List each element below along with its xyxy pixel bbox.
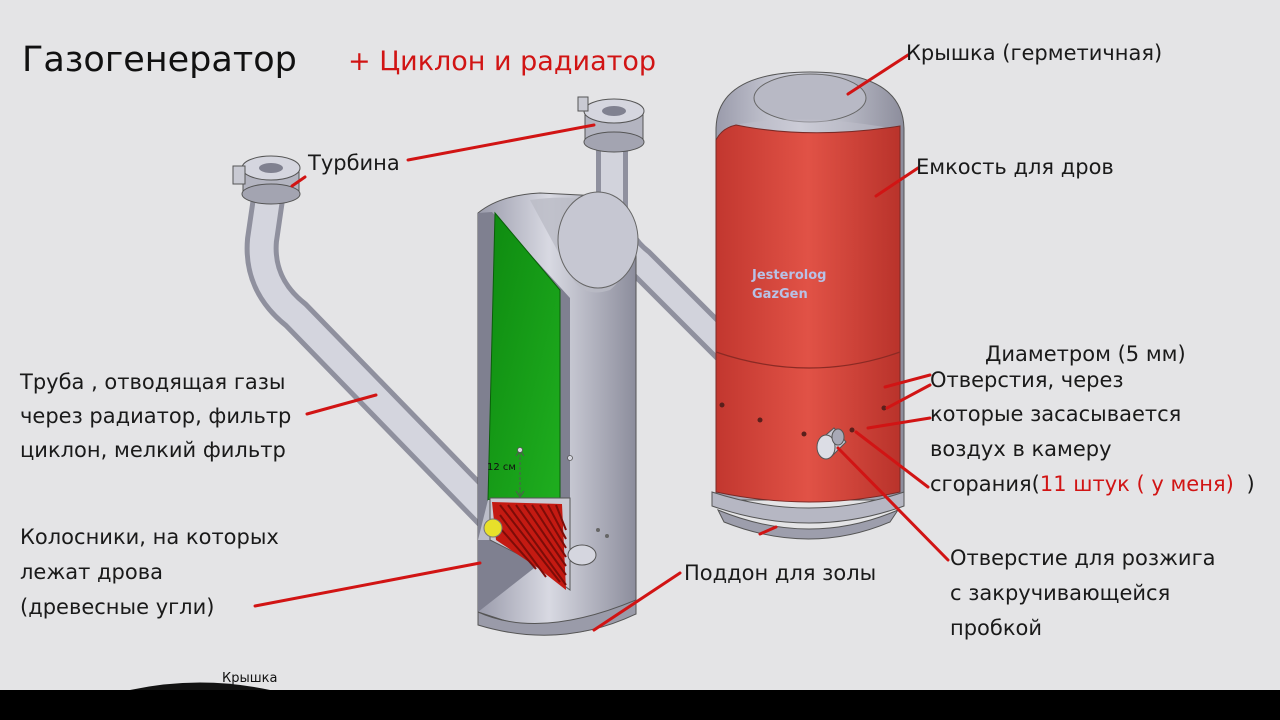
leader-holes-3: [866, 416, 932, 430]
right-turbine: [577, 96, 645, 153]
leader-ignition: [836, 446, 950, 562]
label-holes-1: Отверстия, через: [930, 368, 1124, 392]
label-holes-4: сгорания(11 штук ( у меня) ): [930, 467, 1255, 501]
label-pipe-2: через радиатор, фильтр: [20, 404, 292, 428]
dimension-label: 12 см: [487, 462, 516, 473]
leader-grate: [253, 561, 482, 608]
label-holes-2: которые засасывается: [930, 402, 1182, 426]
leader-ash-tray-2: [758, 525, 778, 536]
label-pipe-1: Труба , отводящая газы: [20, 370, 286, 394]
watermark-line-2: GazGen: [752, 287, 808, 302]
leader-lid: [846, 53, 910, 96]
leader-pipe: [305, 393, 378, 416]
leader-ash-tray: [592, 571, 682, 632]
leader-lines: [253, 53, 950, 632]
label-grate-1: Колосники, на которых: [20, 525, 279, 549]
page-title: Газогенератор: [22, 40, 297, 80]
watermark-line-1: Jesterolog: [752, 268, 827, 283]
leader-holes-4: [854, 430, 930, 489]
left-pipe: [244, 168, 522, 547]
bottom-caption: Крышка: [222, 671, 278, 686]
label-lid: Крышка (герметичная): [906, 41, 1163, 65]
cutaway-gasifier: [477, 191, 639, 636]
label-ignition-1: Отверстие для розжига: [950, 546, 1216, 570]
leader-holes-2: [885, 383, 932, 410]
label-grate-2: лежат дрова: [20, 560, 163, 584]
ignition-plug: [816, 427, 847, 460]
page-subtitle: + Циклон и радиатор: [348, 46, 656, 77]
grate-bars: [492, 502, 567, 590]
label-pipe-3: циклон, мелкий фильтр: [20, 438, 286, 462]
bottom-shadow: [130, 682, 270, 690]
label-ignition-3: пробкой: [950, 616, 1043, 640]
label-diameter: Диаметром (5 мм): [985, 342, 1186, 366]
label-turbine: Турбина: [308, 151, 400, 175]
label-ignition-2: с закручивающейся: [950, 581, 1171, 605]
label-holes-4-prefix: сгорания(: [930, 472, 1040, 496]
label-holes-count: 11 штук ( у меня): [1039, 472, 1234, 496]
label-grate-3: (древесные угли): [20, 595, 215, 619]
leader-wood-tank: [874, 166, 920, 198]
label-ash-tray: Поддон для золы: [684, 561, 877, 585]
wood-tank: [711, 71, 905, 540]
leader-turbine-left: [290, 175, 307, 188]
leader-turbine-right: [406, 123, 596, 162]
label-wood-tank: Емкость для дров: [916, 155, 1114, 179]
bottom-black-bar: [0, 690, 1280, 720]
leader-holes-1: [883, 373, 932, 389]
left-turbine: [232, 155, 301, 205]
label-holes-3: воздух в камеру: [930, 437, 1112, 461]
label-holes-4-suffix: ): [1239, 472, 1255, 496]
